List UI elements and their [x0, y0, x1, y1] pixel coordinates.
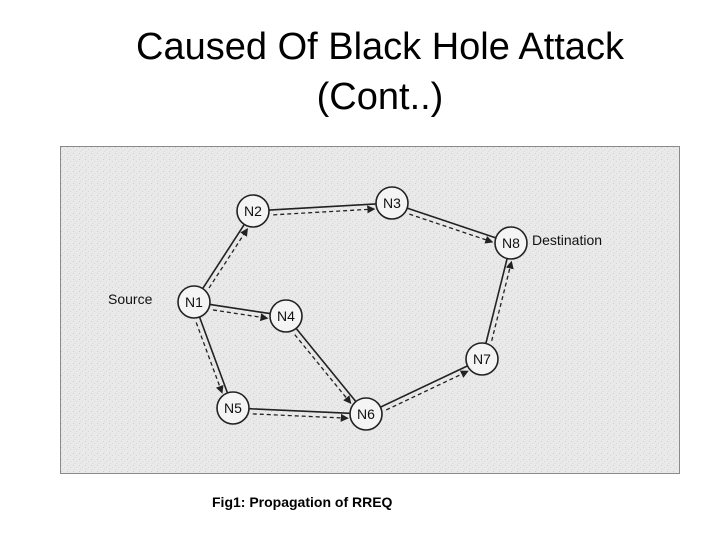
node-circle	[216, 391, 250, 425]
link-line	[202, 223, 245, 290]
edge-n1-n2	[202, 223, 248, 290]
edge-n4-n6	[294, 327, 357, 404]
rreq-arrow	[385, 370, 469, 411]
node-circle	[494, 226, 528, 260]
link-line	[406, 207, 497, 239]
link-line	[268, 203, 377, 211]
edge-n3-n8	[406, 207, 497, 244]
edge-n7-n8	[485, 258, 514, 344]
node-n1: N1	[177, 285, 211, 319]
figure-border	[60, 146, 680, 474]
rreq-arrow	[195, 322, 224, 394]
node-circle	[349, 397, 383, 431]
link-line	[485, 258, 508, 344]
node-circle	[465, 342, 499, 376]
slide-title-line-2: (Cont..)	[316, 76, 444, 118]
node-circle	[375, 186, 409, 220]
link-line	[380, 365, 468, 408]
edge-layer	[195, 203, 514, 422]
node-label: N3	[383, 195, 401, 211]
slide-title: Caused Of Black Hole Attack (Cont..)	[60, 22, 700, 122]
link-line	[295, 327, 357, 403]
node-label: N1	[185, 294, 203, 310]
node-n2: N2	[236, 194, 270, 228]
rreq-arrow	[208, 227, 248, 289]
node-circle	[269, 299, 303, 333]
link-line	[248, 407, 351, 415]
rreq-arrow	[294, 334, 352, 404]
edge-n1-n4	[209, 303, 271, 322]
node-n4: N4	[269, 299, 303, 333]
node-n5: N5	[216, 391, 250, 425]
node-label: N2	[244, 203, 262, 219]
node-label: N8	[502, 235, 520, 251]
destination-label: Destination	[532, 232, 602, 248]
edge-n2-n3	[268, 203, 377, 216]
node-n7: N7	[465, 342, 499, 376]
node-n3: N3	[375, 186, 409, 220]
edge-n1-n5	[195, 316, 229, 394]
rreq-arrow	[409, 213, 494, 244]
link-line	[209, 303, 271, 315]
node-label: N7	[473, 351, 491, 367]
node-label: N6	[357, 406, 375, 422]
rreq-arrow	[273, 205, 376, 216]
node-label: N5	[224, 400, 242, 416]
source-label: Source	[108, 291, 153, 307]
edge-n6-n7	[380, 365, 469, 411]
node-label: N4	[277, 308, 295, 324]
figure-caption: Fig1: Propagation of RREQ	[212, 494, 393, 510]
link-line	[198, 316, 229, 394]
node-n8: N8	[494, 226, 528, 260]
slide-title-line-1: Caused Of Black Hole Attack	[136, 26, 624, 68]
rreq-arrow	[252, 413, 349, 422]
node-circle	[236, 194, 270, 228]
rreq-arrow	[212, 309, 269, 322]
edge-n5-n6	[248, 407, 351, 422]
node-circle	[177, 285, 211, 319]
node-n6: N6	[349, 397, 383, 431]
